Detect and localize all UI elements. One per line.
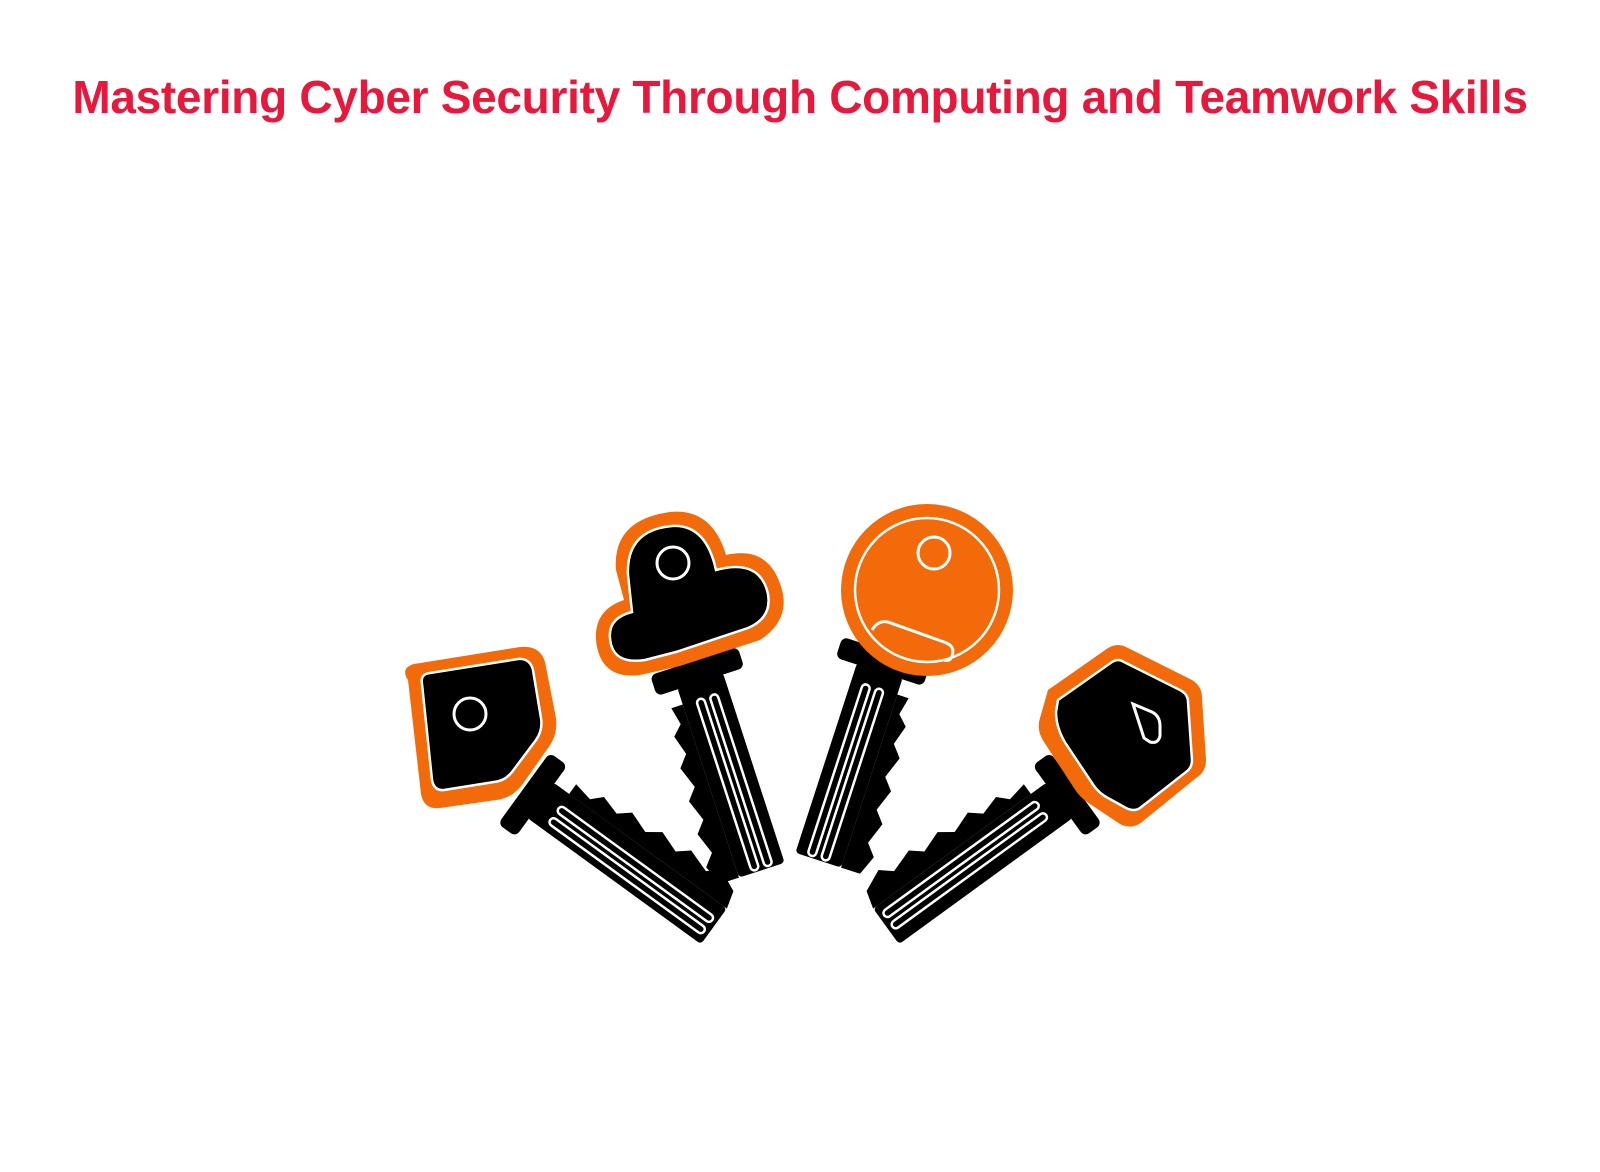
cloud-head-key-icon — [595, 511, 784, 884]
hexagon-head-key-icon — [866, 645, 1206, 943]
page-title: Mastering Cyber Security Through Computi… — [72, 71, 1528, 123]
round-head-key-icon — [796, 504, 1013, 874]
square-head-key-icon — [405, 646, 734, 943]
